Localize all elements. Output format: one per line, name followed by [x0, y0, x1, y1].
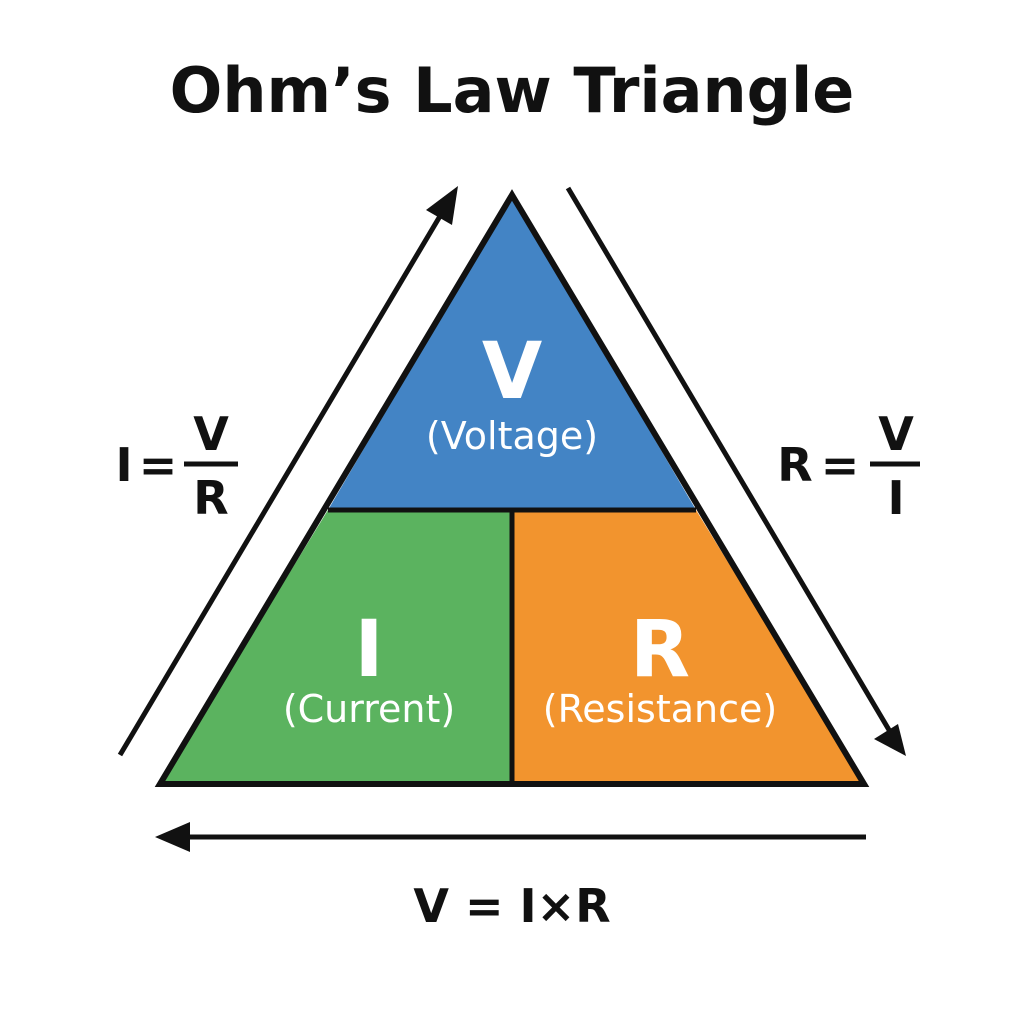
arrow-down-right-icon — [565, 186, 906, 756]
right-formula-denominator: I — [887, 471, 904, 525]
left-formula-denominator: R — [193, 471, 228, 525]
resistance-symbol: R — [630, 605, 690, 695]
voltage-region — [328, 195, 696, 510]
left-formula-lhs: I — [115, 438, 132, 492]
left-formula: I = V R — [115, 407, 238, 525]
bottom-formula: V = I×R — [413, 879, 610, 933]
current-symbol: I — [354, 605, 383, 695]
arrow-up-right-icon — [117, 186, 458, 757]
current-region — [160, 510, 512, 784]
right-formula-lhs: R — [777, 438, 812, 492]
left-formula-equals: = — [139, 438, 178, 492]
left-formula-numerator: V — [193, 407, 229, 461]
right-formula-equals: = — [821, 438, 860, 492]
right-formula: R = V I — [777, 407, 920, 525]
resistance-region — [512, 510, 864, 784]
voltage-label: (Voltage) — [426, 414, 598, 458]
page-title: Ohm’s Law Triangle — [170, 54, 855, 127]
voltage-symbol: V — [482, 327, 542, 417]
current-label: (Current) — [283, 687, 455, 731]
resistance-label: (Resistance) — [543, 687, 777, 731]
right-formula-numerator: V — [878, 407, 914, 461]
arrow-left-icon — [155, 822, 866, 852]
